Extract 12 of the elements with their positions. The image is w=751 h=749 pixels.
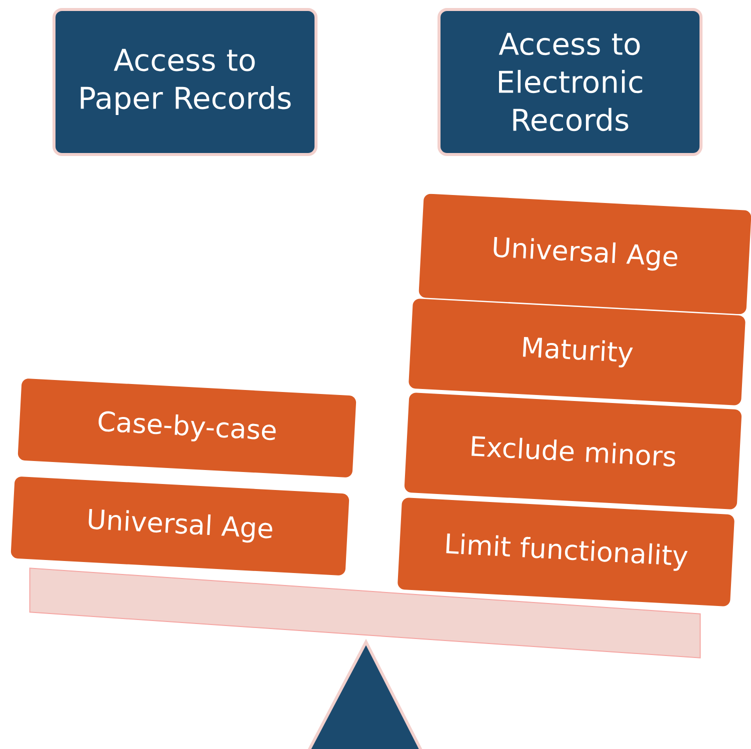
- option-box: Limit functionality: [398, 498, 734, 606]
- node-label: Maturity: [522, 336, 633, 368]
- node-label: Exclude minors: [472, 436, 675, 466]
- option-box: Universal Age: [10, 476, 350, 576]
- option-box: Case-by-case: [18, 378, 356, 478]
- option-box: Exclude minors: [404, 392, 742, 510]
- node-label: Limit functionality: [446, 533, 688, 571]
- option-box: Universal Age: [418, 194, 751, 314]
- node-label: Universal Age: [494, 237, 678, 271]
- header-box: Access to Paper Records: [52, 8, 318, 156]
- option-box: Maturity: [408, 298, 746, 406]
- header-box: Access to Electronic Records: [438, 8, 702, 156]
